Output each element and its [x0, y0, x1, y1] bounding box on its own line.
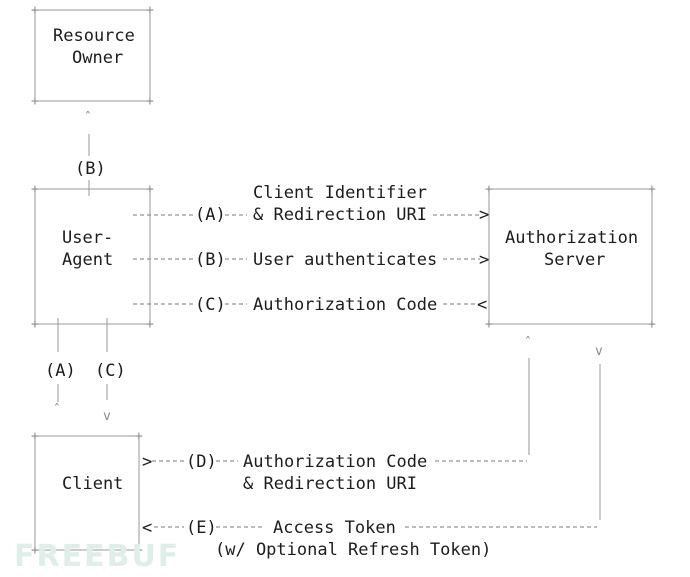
svg-text:+: + — [146, 182, 154, 197]
svg-text:v: v — [595, 344, 603, 359]
svg-text:+: + — [31, 429, 39, 444]
svg-text:+: + — [135, 543, 143, 558]
flow-d-arrowhead: > — [142, 452, 152, 472]
useragent-client-label-a: (A) — [45, 361, 76, 381]
user-agent-box: + + + + User- Agent — [31, 182, 154, 332]
flow-e-label: (E) — [186, 518, 217, 538]
flow-b-arrow: (B) User authenticates > — [133, 250, 489, 270]
svg-text:+: + — [485, 317, 493, 332]
flow-a-text-line2: & Redirection URI — [253, 205, 427, 225]
svg-text:v: v — [103, 409, 111, 424]
svg-text:+: + — [146, 94, 154, 109]
flow-d-text-line2: & Redirection URI — [243, 474, 417, 494]
svg-text:+: + — [31, 182, 39, 197]
resource-owner-label-line1: Resource — [53, 26, 135, 46]
svg-text:+: + — [31, 317, 39, 332]
useragent-client-label-c: (C) — [95, 361, 126, 381]
flow-b-arrowhead: > — [479, 250, 489, 270]
svg-text:+: + — [485, 182, 493, 197]
flow-d-arrow: > (D) Authorization Code & Redirection U… — [142, 336, 532, 494]
flow-c-arrowhead: < — [477, 295, 487, 315]
owner-useragent-label: (B) — [75, 159, 106, 179]
user-agent-label-line2: Agent — [62, 250, 113, 270]
svg-text:ˆ: ˆ — [53, 403, 61, 418]
useragent-client-link-a: (A) ˆ — [45, 318, 76, 418]
flow-d-label: (D) — [186, 452, 217, 472]
flow-a-arrowhead: > — [479, 205, 489, 225]
client-box: + + + + Client — [31, 429, 143, 558]
flow-b-text: User authenticates — [253, 250, 437, 270]
flow-e-text-line1: Access Token — [273, 518, 396, 538]
flow-a-arrow: Client Identifier (A) & Redirection URI … — [133, 183, 489, 225]
flow-a-text-line1: Client Identifier — [253, 183, 427, 203]
useragent-client-link-c: (C) v — [95, 318, 126, 424]
client-label: Client — [62, 474, 123, 494]
flow-e-arrowhead: < — [142, 518, 152, 538]
svg-text:+: + — [648, 182, 656, 197]
svg-text:+: + — [31, 543, 39, 558]
resource-owner-label-line2: Owner — [72, 48, 123, 68]
svg-text:+: + — [648, 317, 656, 332]
authorization-server-label-line2: Server — [544, 250, 605, 270]
flow-d-text-line1: Authorization Code — [243, 452, 427, 472]
flow-a-label: (A) — [195, 205, 226, 225]
flow-b-label: (B) — [195, 250, 226, 270]
freebuf-watermark: FREEBUF — [14, 539, 180, 574]
svg-text:ˆ: ˆ — [84, 111, 92, 126]
svg-text:+: + — [135, 429, 143, 444]
flow-e-text-line2: (w/ Optional Refresh Token) — [215, 540, 491, 560]
authorization-server-label-line1: Authorization — [505, 228, 638, 248]
svg-text:+: + — [146, 317, 154, 332]
svg-text:+: + — [31, 94, 39, 109]
flow-c-arrow: (C) Authorization Code < — [133, 295, 487, 315]
flow-e-arrow: < (E) Access Token (w/ Optional Refresh … — [142, 344, 603, 560]
svg-text:ˆ: ˆ — [524, 336, 532, 351]
authorization-server-box: + + + + Authorization Server — [485, 182, 656, 332]
resource-owner-box: + + + + Resource Owner — [31, 3, 154, 109]
user-agent-label-line1: User- — [62, 228, 113, 248]
svg-text:+: + — [31, 3, 39, 18]
owner-useragent-link: ˆ (B) — [75, 111, 106, 196]
flow-c-label: (C) — [195, 295, 226, 315]
flow-c-text: Authorization Code — [253, 295, 437, 315]
svg-text:+: + — [146, 3, 154, 18]
